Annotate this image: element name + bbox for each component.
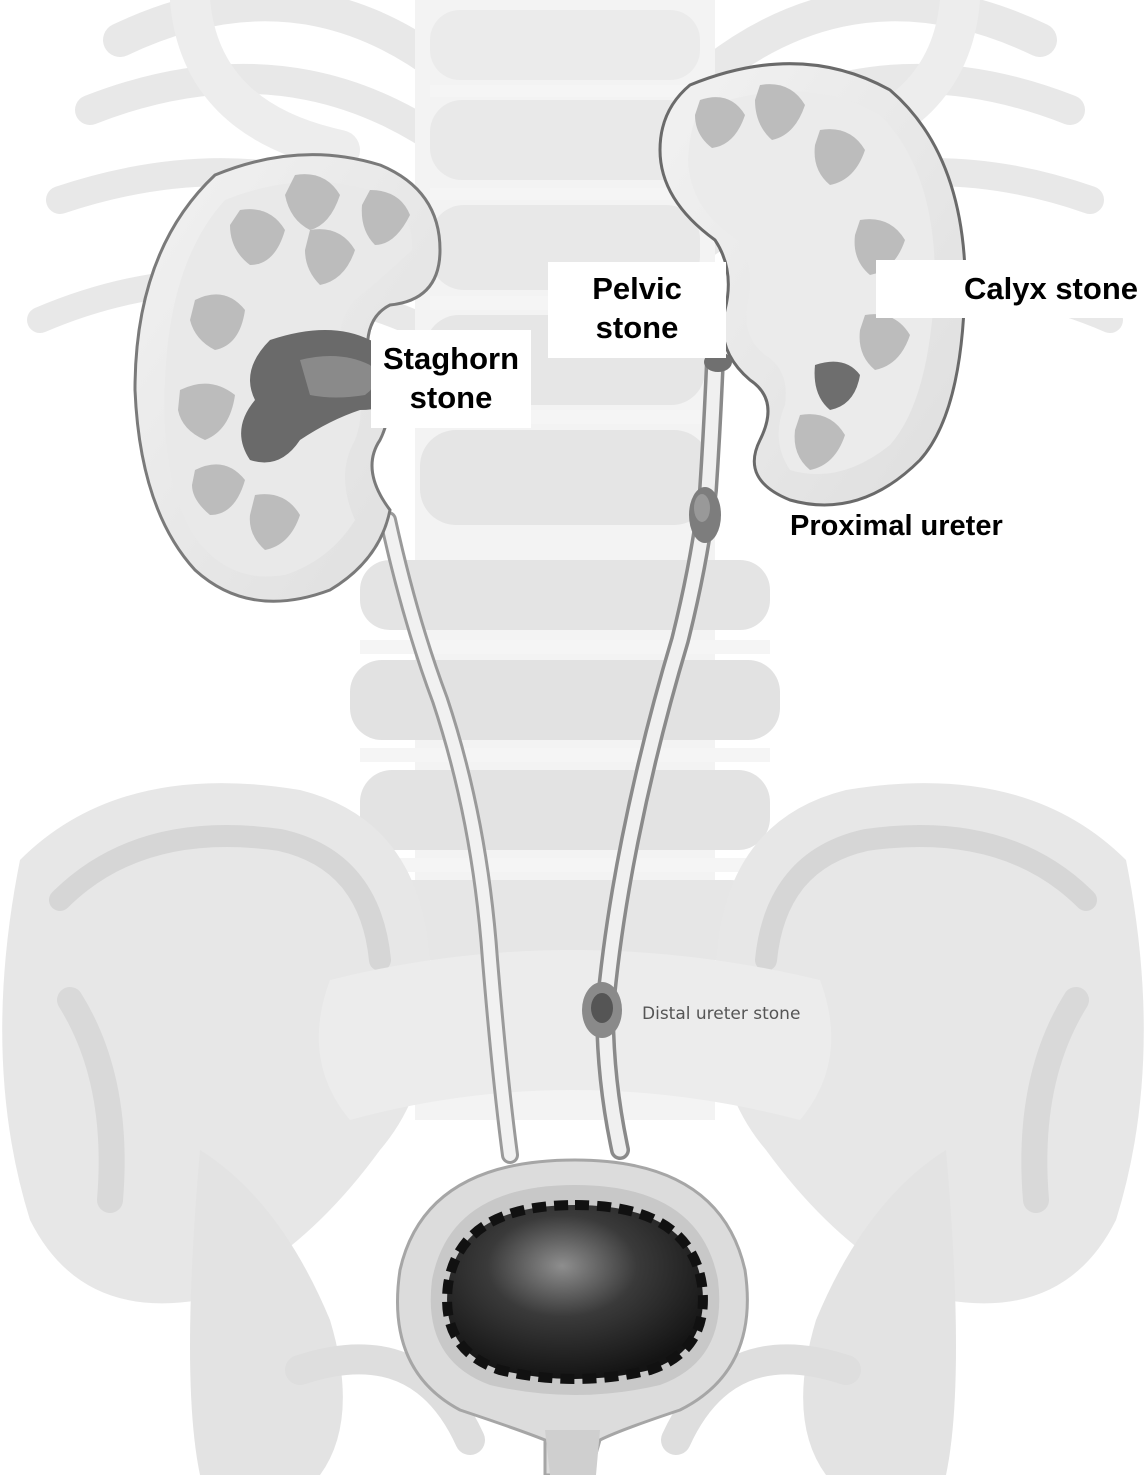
calyx-stone-label: Calyx stone <box>876 260 1146 318</box>
pelvic-stone-label: Pelvic stone <box>548 262 726 358</box>
staghorn-stone-label: Staghorn stone <box>371 330 531 428</box>
distal-ureter-stone-label: Distal ureter stone <box>642 1004 800 1024</box>
proximal-ureter-label: Proximal ureter <box>790 510 1003 543</box>
distal-ureter-stone-shape <box>582 982 622 1038</box>
